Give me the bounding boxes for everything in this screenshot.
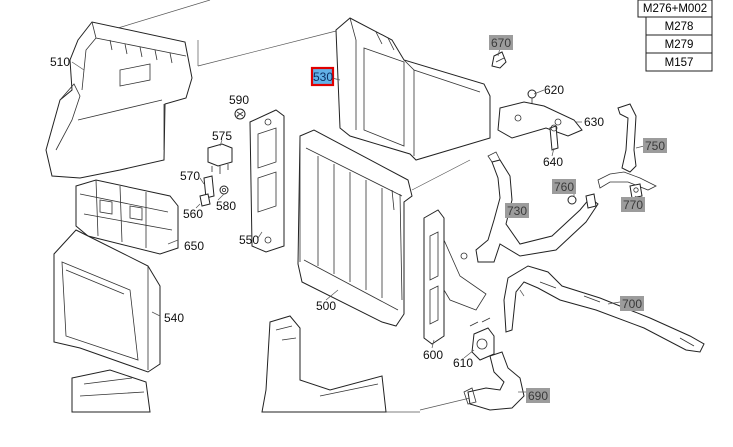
label-770: 770 <box>623 198 643 212</box>
label-650[interactable]: 650 <box>184 239 204 253</box>
tag-750[interactable]: 750 <box>643 138 667 153</box>
tag-670[interactable]: 670 <box>489 35 513 50</box>
label-530: 530 <box>313 70 333 84</box>
tag-690[interactable]: 690 <box>526 388 550 403</box>
tag-760[interactable]: 760 <box>552 179 576 194</box>
selected-tag-530[interactable]: 530 <box>310 66 335 87</box>
leader-lines <box>71 47 645 393</box>
part-labels: 510 590 575 570 580 560 550 650 540 500 … <box>50 55 604 370</box>
label-610[interactable]: 610 <box>453 356 473 370</box>
part-650-module-tray[interactable] <box>75 179 179 255</box>
legend-row-4: M157 <box>665 57 694 69</box>
label-630[interactable]: 630 <box>584 115 604 129</box>
part-700-coolant-hose[interactable] <box>503 265 705 353</box>
label-640[interactable]: 640 <box>543 155 563 169</box>
part-630-mounting-plate[interactable] <box>497 101 583 139</box>
label-510[interactable]: 510 <box>50 55 70 69</box>
part-730-coolant-hose[interactable] <box>475 151 599 263</box>
label-750: 750 <box>645 139 665 153</box>
legend-row-2: M278 <box>665 21 694 33</box>
part-530-air-guide-frame[interactable] <box>335 17 491 161</box>
label-540[interactable]: 540 <box>164 311 184 325</box>
label-670: 670 <box>491 36 511 50</box>
label-500[interactable]: 500 <box>316 299 336 313</box>
part-670-clip[interactable] <box>491 51 507 69</box>
label-730: 730 <box>507 204 527 218</box>
part-570-holder[interactable] <box>203 175 215 199</box>
engine-legend-table: M276+M002 M278 M279 M157 <box>637 0 713 72</box>
part-510-air-shroud[interactable] <box>45 21 193 179</box>
gray-labels: 670 750 760 770 730 700 690 <box>489 35 667 403</box>
label-620[interactable]: 620 <box>544 83 564 97</box>
label-600[interactable]: 600 <box>423 348 443 362</box>
lower-center-component <box>261 315 387 413</box>
label-590[interactable]: 590 <box>229 93 249 107</box>
label-580[interactable]: 580 <box>216 199 236 213</box>
label-760: 760 <box>554 180 574 194</box>
tag-770[interactable]: 770 <box>621 197 645 212</box>
label-550[interactable]: 550 <box>239 233 259 247</box>
label-570[interactable]: 570 <box>180 169 200 183</box>
part-690-coolant-hose[interactable] <box>463 351 525 411</box>
tag-700[interactable]: 700 <box>620 296 644 311</box>
part-580-nut[interactable] <box>219 185 229 195</box>
part-760-fitting[interactable] <box>567 193 597 209</box>
part-640-bolt[interactable] <box>549 124 559 151</box>
tag-730[interactable]: 730 <box>505 203 529 218</box>
legend-row-3: M279 <box>665 39 694 51</box>
part-610-hose-clamp[interactable] <box>469 317 495 361</box>
legend-row-1: M276+M002 <box>643 3 707 15</box>
part-600-side-bracket[interactable] <box>423 209 487 345</box>
part-770-valve[interactable] <box>629 183 643 199</box>
label-700: 700 <box>622 297 642 311</box>
part-550-side-bracket[interactable] <box>249 109 285 253</box>
label-560[interactable]: 560 <box>183 207 203 221</box>
lower-left-component <box>71 369 151 413</box>
label-575[interactable]: 575 <box>212 129 232 143</box>
part-575-relay[interactable] <box>207 143 233 174</box>
part-500-radiator[interactable] <box>297 129 413 327</box>
part-750-thin-hose[interactable] <box>597 103 657 191</box>
part-540-lower-air-guide[interactable] <box>53 229 161 373</box>
label-690: 690 <box>528 389 548 403</box>
part-560-clip[interactable] <box>199 193 211 207</box>
